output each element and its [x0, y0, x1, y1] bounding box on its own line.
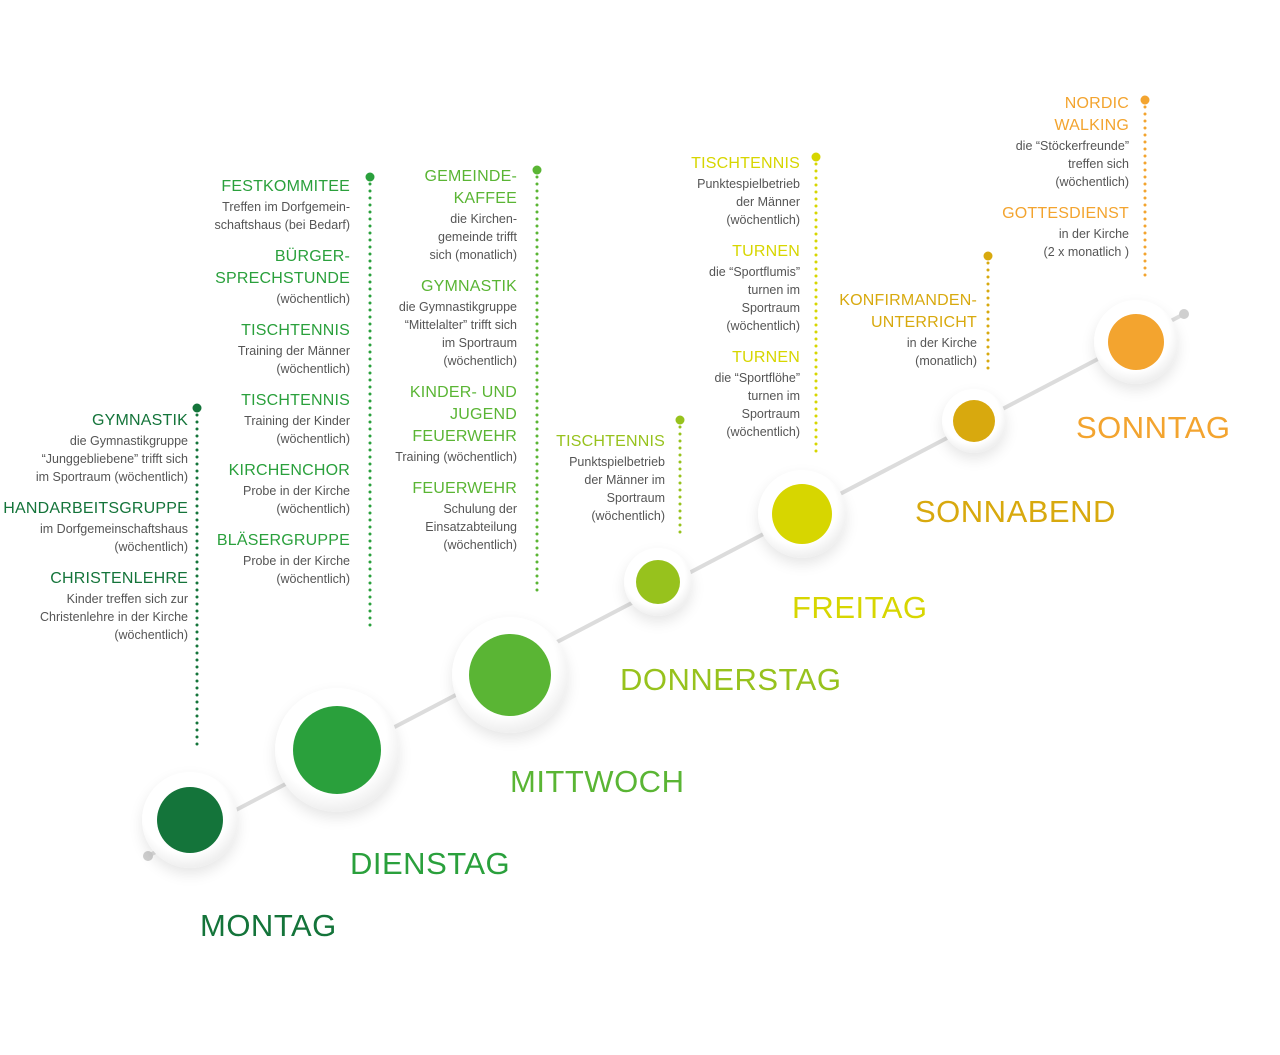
activity-description: Training (wöchentlich): [395, 450, 517, 464]
activity-item: TISCHTENNIS Training der Kinder (wöchentl…: [215, 390, 350, 448]
activity-title: GEMEINDE- KAFFEE: [424, 168, 517, 207]
activity-description: Training der Männer (wöchentlich): [237, 344, 350, 376]
activity-item: GOTTESDIENST in der Kirche (2 x monatlich…: [1002, 203, 1129, 261]
activity-item: KIRCHENCHOR Probe in der Kirche (wöchentl…: [215, 460, 350, 518]
activity-description: Punktspielbetrieb der Männer im Sportrau…: [569, 455, 665, 523]
mittwoch-day-label: MITTWOCH: [510, 764, 685, 799]
activity-title: TURNEN: [732, 243, 800, 260]
sonntag-line-top-dot: [1140, 95, 1150, 105]
activity-item: GYMNASTIK die Gymnastikgruppe “Junggeblie…: [3, 410, 188, 486]
activity-description: Training der Kinder (wöchentlich): [244, 414, 350, 446]
activity-title: BLÄSERGRUPPE: [216, 532, 350, 549]
donnerstag-line-top-dot: [675, 415, 685, 425]
activity-title: FESTKOMMITEE: [221, 178, 350, 195]
activity-item: KONFIRMANDEN- UNTERRICHT in der Kirche (m…: [839, 290, 977, 370]
activity-description: Schulung der Einsatzabteilung (wöchentli…: [425, 502, 517, 552]
freitag-day-label: FREITAG: [792, 590, 928, 625]
donnerstag-activities: TISCHTENNIS Punktspielbetrieb der Männer …: [556, 431, 665, 537]
sonntag-activities: NORDIC WALKING die “Stöckerfreunde” treff…: [1002, 93, 1129, 273]
timeline-start-dot: [143, 851, 153, 861]
activity-title: TURNEN: [732, 349, 800, 366]
activity-title: TISCHTENNIS: [241, 322, 350, 339]
activity-description: die Gymnastikgruppe “Mittelalter” trifft…: [398, 300, 517, 368]
activity-description: die Kirchen- gemeinde trifft sich (monat…: [429, 212, 517, 262]
activity-description: Probe in der Kirche (wöchentlich): [242, 484, 350, 516]
activity-description: im Dorfgemeinschaftshaus (wöchentlich): [40, 522, 188, 554]
sonnabend-activities: KONFIRMANDEN- UNTERRICHT in der Kirche (m…: [839, 290, 977, 382]
activity-title: TISCHTENNIS: [691, 155, 800, 172]
activity-item: BÜRGER- SPRECHSTUNDE (wöchentlich): [215, 246, 350, 308]
activity-item: CHRISTENLEHRE Kinder treffen sich zur Chr…: [3, 568, 188, 644]
montag-activities: GYMNASTIK die Gymnastikgruppe “Junggeblie…: [3, 410, 188, 656]
activity-title: HANDARBEITSGRUPPE: [3, 500, 188, 517]
activity-description: Kinder treffen sich zur Christenlehre in…: [40, 592, 188, 642]
activity-description: die Gymnastikgruppe “Junggebliebene” tri…: [35, 434, 188, 484]
activity-item: GEMEINDE- KAFFEE die Kirchen- gemeinde tr…: [395, 166, 517, 264]
activity-item: TISCHTENNIS Punktespielbetrieb der Männer…: [691, 153, 800, 229]
activity-item: TURNEN die “Sportflumis” turnen im Sportr…: [691, 241, 800, 335]
activity-description: (wöchentlich): [276, 292, 350, 306]
activity-title: NORDIC WALKING: [1054, 95, 1129, 134]
activity-item: NORDIC WALKING die “Stöckerfreunde” treff…: [1002, 93, 1129, 191]
timeline-end-dot: [1179, 309, 1189, 319]
activity-title: TISCHTENNIS: [241, 392, 350, 409]
dienstag-activities: FESTKOMMITEE Treffen im Dorfgemein- schaf…: [215, 176, 351, 600]
activity-title: BÜRGER- SPRECHSTUNDE: [215, 248, 350, 287]
donnerstag-day-label: DONNERSTAG: [620, 662, 842, 697]
mittwoch-activities: GEMEINDE- KAFFEE die Kirchen- gemeinde tr…: [395, 166, 517, 566]
activity-description: Treffen im Dorfgemein- schaftshaus (bei …: [214, 200, 351, 232]
activity-description: in der Kirche (2 x monatlich ): [1043, 227, 1129, 259]
activity-description: die “Stöckerfreunde” treffen sich (wöche…: [1015, 139, 1129, 189]
montag-line-top-dot: [192, 403, 202, 413]
montag-day-label: MONTAG: [200, 908, 337, 943]
activity-title: FEUERWEHR: [412, 480, 517, 497]
activity-item: BLÄSERGRUPPE Probe in der Kirche (wöchent…: [215, 530, 350, 588]
activity-title: KIRCHENCHOR: [228, 462, 350, 479]
dienstag-line-top-dot: [365, 172, 375, 182]
activity-description: Punktespielbetrieb der Männer (wöchentli…: [697, 177, 800, 227]
activity-description: in der Kirche (monatlich): [906, 336, 977, 368]
sonnabend-circle: [953, 400, 995, 442]
activity-title: GOTTESDIENST: [1002, 205, 1129, 222]
sonntag-day-label: SONNTAG: [1076, 410, 1231, 445]
dienstag-day-label: DIENSTAG: [350, 846, 511, 881]
freitag-line-top-dot: [811, 152, 821, 162]
activity-description: die “Sportflöhe” turnen im Sportraum (wö…: [714, 371, 800, 439]
mittwoch-circle: [469, 634, 551, 716]
activity-description: die “Sportflumis” turnen im Sportraum (w…: [709, 265, 800, 333]
activity-title: KINDER- UND JUGEND FEUERWEHR: [409, 384, 517, 445]
activity-item: TURNEN die “Sportflöhe” turnen im Sportra…: [691, 347, 800, 441]
activity-item: TISCHTENNIS Training der Männer (wöchentl…: [215, 320, 350, 378]
activity-item: GYMNASTIK die Gymnastikgruppe “Mittelalte…: [395, 276, 517, 370]
montag-circle: [157, 787, 223, 853]
mittwoch-line-top-dot: [532, 165, 542, 175]
dienstag-circle: [293, 706, 381, 794]
activity-title: GYMNASTIK: [420, 278, 517, 295]
sonntag-circle: [1108, 314, 1164, 370]
activity-item: FEUERWEHR Schulung der Einsatzabteilung (…: [395, 478, 517, 554]
freitag-circle: [772, 484, 832, 544]
sonnabend-line-top-dot: [983, 251, 993, 261]
activity-title: TISCHTENNIS: [556, 433, 665, 450]
activity-item: TISCHTENNIS Punktspielbetrieb der Männer …: [556, 431, 665, 525]
activity-description: Probe in der Kirche (wöchentlich): [242, 554, 350, 586]
activity-title: CHRISTENLEHRE: [50, 570, 188, 587]
activity-title: KONFIRMANDEN- UNTERRICHT: [839, 292, 977, 331]
sonnabend-day-label: SONNABEND: [915, 494, 1116, 529]
activity-item: HANDARBEITSGRUPPE im Dorfgemeinschaftshau…: [3, 498, 188, 556]
freitag-activities: TISCHTENNIS Punktespielbetrieb der Männer…: [691, 153, 800, 453]
activity-item: FESTKOMMITEE Treffen im Dorfgemein- schaf…: [215, 176, 351, 234]
donnerstag-circle: [636, 560, 680, 604]
activity-title: GYMNASTIK: [91, 412, 188, 429]
activity-item: KINDER- UND JUGEND FEUERWEHR Training (wö…: [395, 382, 517, 466]
